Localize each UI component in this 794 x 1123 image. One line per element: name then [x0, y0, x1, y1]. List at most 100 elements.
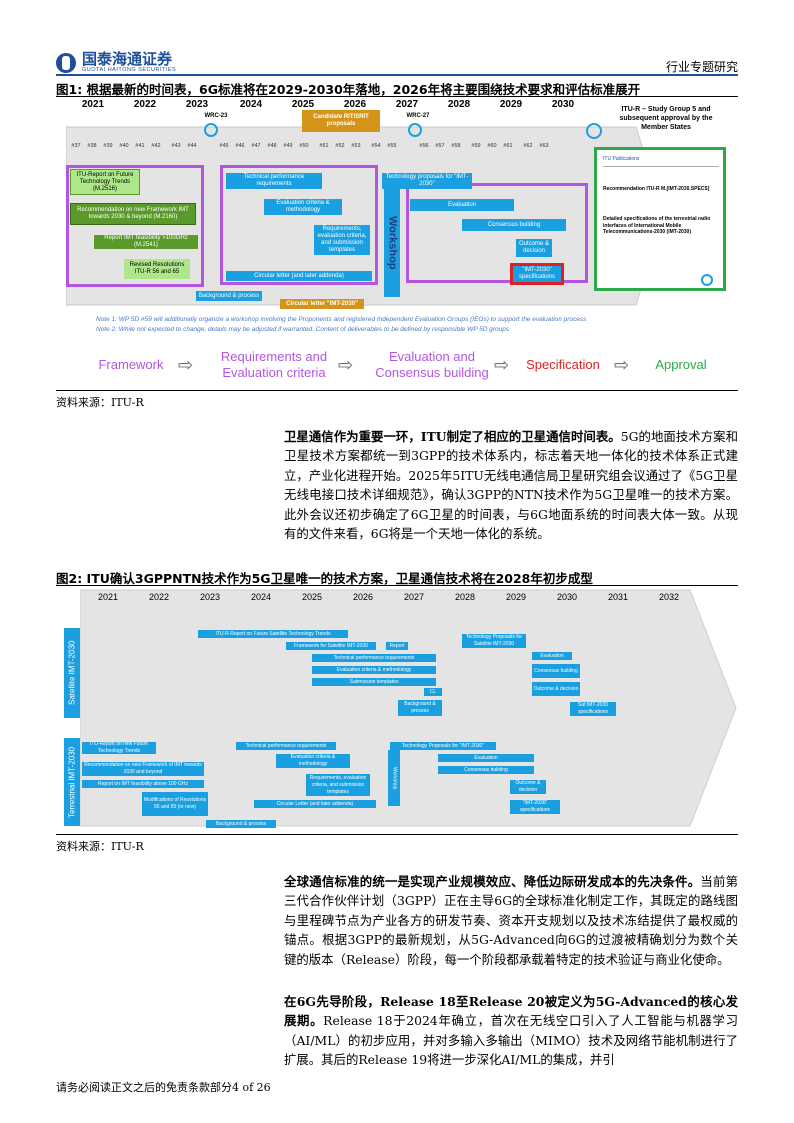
paragraph-1-lead: 卫星通信作为重要一环，ITU制定了相应的卫星通信时间表。	[284, 429, 621, 444]
sg5-text: ITU-R – Study Group 5 and subsequent app…	[619, 106, 713, 131]
candidate-proposals-box: Candidate RIT/SRIT proposals	[302, 110, 380, 132]
sat-box: Consensus building	[532, 664, 580, 678]
submission-templates-box: Requirements, evaluation criteria, and s…	[314, 225, 370, 255]
year-label: 2030	[556, 592, 578, 602]
year-label: 2025	[301, 592, 323, 602]
circular-letter-box: Circular letter (and later addenda)	[226, 271, 372, 281]
sat-box: ITU-R Report on Future Satellite Technol…	[198, 630, 348, 638]
paragraph-3-body: Release 18于2024年确立，首次在无线空口引入了人工智能与机器学习（A…	[284, 1013, 738, 1068]
sat-box: Report	[386, 642, 408, 650]
meeting-label: #56	[419, 143, 429, 149]
meeting-row: #37#38#39#40#41#42#43#44#45#46#47#48#49#…	[68, 139, 578, 167]
year-label: 2024	[239, 99, 263, 110]
page-footer: 请务必阅读正文之后的免责条款部分4 of 26	[56, 1079, 271, 1095]
ter-box: Workshop	[388, 750, 400, 806]
year-label: 2026	[352, 592, 374, 602]
meeting-label: #39	[103, 143, 113, 149]
recommendation-box: Recommendation on new Framework IMT towa…	[70, 203, 196, 225]
sat-box: Evaluation criteria & methodology	[312, 666, 436, 674]
phase-requirements: Requirements and Evaluation criteria	[220, 349, 328, 380]
ter-box: ITU-Report on new Future Technology Tren…	[82, 741, 156, 754]
sat-box: Sat IMT-2030 specifications	[570, 702, 616, 716]
ter-box: Recommendation on new Framework of IMT t…	[82, 762, 204, 776]
year-label: 2031	[607, 592, 629, 602]
meeting-label: #45	[219, 143, 229, 149]
figure1-diagram: 2021 2022 2023 2024 2025 2026 2027 2028 …	[58, 99, 738, 389]
terrestrial-label: Terrestrial IMT-2030	[64, 738, 80, 826]
ter-box: Background & process	[206, 820, 276, 828]
workshop-box: Workshop	[384, 189, 400, 297]
imt-spec-box: "IMT-2030" specifications	[510, 263, 564, 285]
satellite-label: Satellite IMT-2030	[64, 628, 80, 718]
itu-logo-icon	[701, 274, 713, 286]
itu-logo-icon	[408, 123, 422, 137]
year-label: 2030	[551, 99, 575, 110]
sat-box: Submission templates	[312, 678, 436, 686]
page-number: 4 of 26	[232, 1081, 271, 1094]
sat-box: CL	[424, 688, 442, 696]
itu-logo-icon	[586, 123, 602, 139]
publication-detail: Detailed specifications of the terrestri…	[603, 216, 711, 235]
year-label: 2023	[199, 592, 221, 602]
footer-disclaimer: 请务必阅读正文之后的免责条款部分	[56, 1081, 232, 1094]
meeting-label: #52	[335, 143, 345, 149]
phase-framework: Framework	[98, 357, 164, 372]
year-label: 2022	[133, 99, 157, 110]
ter-box: Requirements, evaluation criteria, and s…	[306, 774, 370, 796]
wrc27-label: WRC-27	[406, 113, 430, 119]
outcome-box: Outcome & decision	[516, 239, 552, 257]
publication-card: ITU Publications Recommendation ITU-R M.…	[594, 147, 726, 291]
phase-arrow-icon: ⇨	[338, 355, 354, 376]
note2: Note 2: While not expected to change, de…	[96, 326, 510, 333]
figure2-title-rule	[56, 585, 738, 586]
section-label: 行业专题研究	[665, 60, 738, 74]
ter-box: Circular Letter (and later addenda)	[254, 800, 376, 808]
meeting-label: #60	[487, 143, 497, 149]
year-label: 2032	[658, 592, 680, 602]
sat-box: Outcome & decision	[532, 682, 580, 696]
ter-box: Technical performance requirements	[236, 742, 336, 750]
meeting-label: #54	[371, 143, 381, 149]
figure2-title: 图2: ITU确认3GPPNTN技术作为5G卫星唯一的技术方案，卫星通信技术将在…	[56, 571, 593, 586]
meeting-label: #41	[135, 143, 145, 149]
header-divider	[56, 74, 738, 76]
phase-arrow-icon: ⇨	[614, 355, 630, 376]
year-label: 2028	[454, 592, 476, 602]
year-label: 2027	[403, 592, 425, 602]
meeting-label: #63	[539, 143, 549, 149]
consensus-box: Consensus building	[462, 219, 566, 231]
card-divider	[603, 166, 719, 167]
paragraph-2-lead: 全球通信标准的统一是实现产业规模效应、降低边际研发成本的先决条件。	[284, 874, 701, 889]
circular-imt-box: Circular letter "IMT-2030"	[280, 299, 364, 309]
meeting-label: #38	[87, 143, 97, 149]
meeting-label: #47	[251, 143, 261, 149]
evaluation-group	[406, 183, 588, 283]
ter-box: Outcome & decision	[510, 780, 546, 794]
sat-box: Technology Proposals for Satellite IMT-2…	[462, 634, 526, 648]
requirements-group	[220, 165, 378, 285]
meeting-label: #50	[299, 143, 309, 149]
year-label: 2022	[148, 592, 170, 602]
year-label: 2024	[250, 592, 272, 602]
itu-report-box: ITU-Report on Future Technology Trends (…	[70, 169, 140, 195]
itu-logo-icon	[204, 123, 218, 137]
figure1-bottom-rule	[56, 390, 738, 391]
meeting-label: #51	[319, 143, 329, 149]
meeting-label: #40	[119, 143, 129, 149]
meeting-label: #43	[171, 143, 181, 149]
figure1-source: 资料来源：ITU-R	[56, 396, 144, 409]
year-label: 2021	[97, 592, 119, 602]
framework-group	[66, 165, 204, 287]
tech-proposals-box: Technology proposals for "IMT-2030"	[382, 173, 472, 189]
phase-arrow-icon: ⇨	[178, 355, 194, 376]
figure1-title: 图1: 根据最新的时间表，6G标准将在2029-2030年落地，2026年将主要…	[56, 82, 641, 97]
ter-box: Consensus building	[438, 766, 534, 774]
meeting-label: #62	[523, 143, 533, 149]
meeting-label: #42	[151, 143, 161, 149]
year-label: 2023	[185, 99, 209, 110]
tech-performance-box: Technical performance requirements	[226, 173, 322, 189]
note1: Note 1: WP 5D #59 will additionally orga…	[96, 316, 587, 323]
feasibility-report-box: Report IMT feasibility >100GHz (M.2541)	[94, 235, 198, 249]
